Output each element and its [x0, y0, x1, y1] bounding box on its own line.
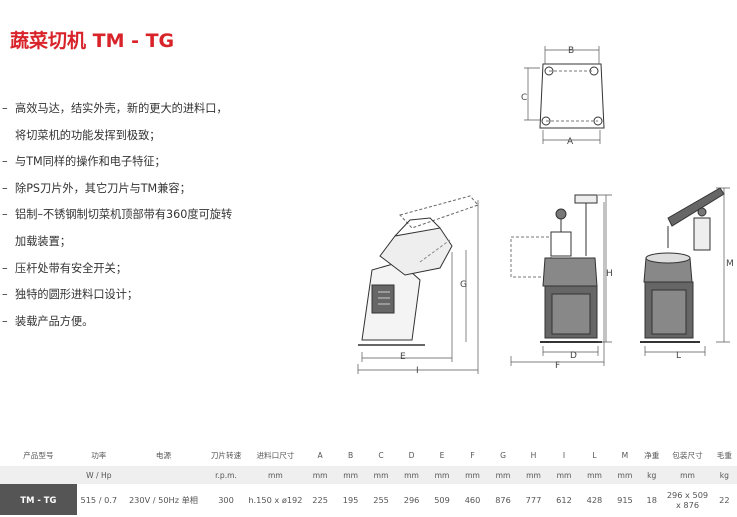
- spec-value-row: TM - TG 515 / 0.7 230V / 50Hz 单相 300 h.1…: [0, 484, 737, 515]
- dim-label-d: D: [570, 351, 577, 361]
- col-header: F: [470, 450, 475, 460]
- dim-label-i: I: [416, 366, 419, 376]
- dim-label-c: C: [521, 93, 527, 103]
- col-header: 刀片转速: [210, 450, 242, 460]
- col-header: 电源: [155, 450, 172, 460]
- dim-label-h: H: [606, 269, 613, 279]
- col-header: 进料口尺寸: [256, 450, 295, 460]
- feature-item: –装载产品方便。: [2, 314, 94, 328]
- col-header: 产品型号: [23, 450, 54, 460]
- dim-label-f: F: [555, 361, 560, 371]
- feature-item: –除PS刀片外，其它刀片与TM兼容；: [2, 181, 191, 195]
- model-cell: TM - TG: [0, 484, 77, 515]
- col-header: C: [378, 450, 384, 460]
- feature-item: –与TM同样的操作和电子特征；: [2, 155, 166, 169]
- page-title: 蔬菜切机 TM - TG: [10, 30, 175, 52]
- col-header: A: [317, 450, 323, 460]
- dim-label-g: G: [460, 280, 467, 290]
- feature-item: 加载装置；: [15, 234, 71, 248]
- feature-item: 将切菜机的功能发挥到极致；: [15, 128, 161, 142]
- feature-item: –铝制–不锈钢制切菜机顶部带有360度可旋转: [2, 208, 233, 222]
- spec-unit-row: W / Hp r.p.m. mm mm mm mm mm mm mm mm mm…: [0, 466, 737, 484]
- feature-item: –独特的圆形进料口设计；: [2, 288, 139, 302]
- spec-header-row: 产品型号 功率 电源 刀片转速 进料口尺寸 A B C D E F G H I …: [0, 444, 737, 466]
- col-header: 包装尺寸: [672, 450, 703, 460]
- technical-drawing: B C A G E I: [357, 46, 734, 376]
- col-header: D: [408, 450, 415, 460]
- spec-table: 产品型号 功率 电源 刀片转速 进料口尺寸 A B C D E F G H I …: [0, 444, 737, 515]
- dim-label-m: M: [726, 259, 734, 269]
- col-header: E: [439, 450, 445, 460]
- col-header: 净重: [644, 450, 660, 460]
- feature-item: –高效马达，结实外壳，新的更大的进料口，: [2, 102, 228, 115]
- dim-label-a: A: [567, 137, 574, 147]
- top-view-drawing: [524, 46, 605, 144]
- front-view-drawing: [510, 194, 612, 366]
- dim-label-e: E: [400, 352, 406, 362]
- col-header: G: [500, 450, 506, 460]
- col-header: 功率: [91, 450, 107, 460]
- col-header: M: [621, 450, 629, 460]
- col-header: L: [592, 450, 597, 460]
- dim-label-b: B: [568, 46, 574, 56]
- col-header: B: [347, 450, 354, 460]
- col-header: I: [562, 450, 566, 460]
- side-view-open-drawing: [357, 195, 479, 374]
- side-view-lever-drawing: [640, 187, 730, 356]
- col-header: H: [530, 450, 537, 460]
- feature-list: –高效马达，结实外壳，新的更大的进料口， 将切菜机的功能发挥到极致； –与TM同…: [2, 96, 302, 335]
- feature-item: –压杆处带有安全开关；: [2, 261, 127, 275]
- col-header: 毛重: [716, 450, 732, 460]
- dim-label-l: L: [676, 351, 681, 361]
